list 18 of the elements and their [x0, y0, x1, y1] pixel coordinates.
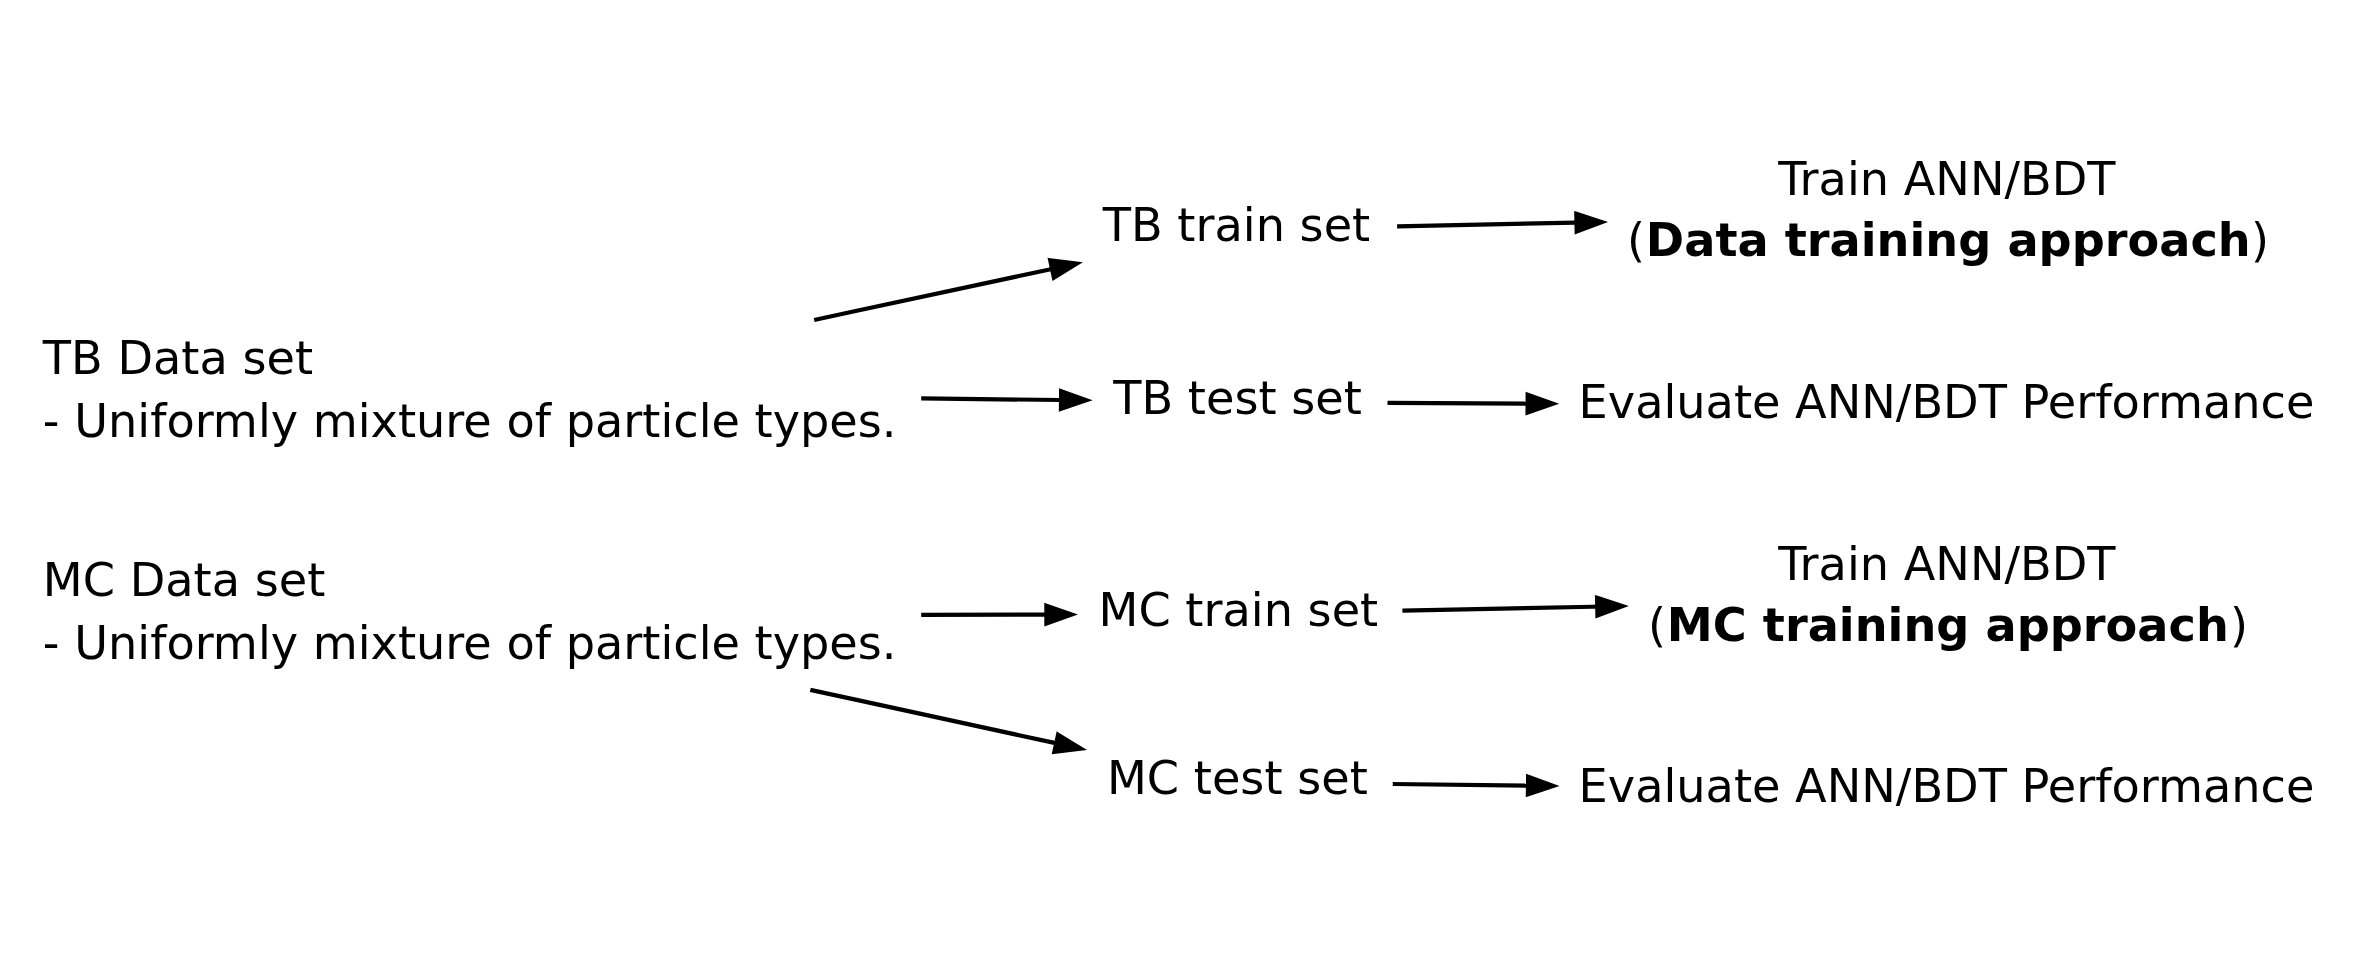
arrow — [1392, 773, 1560, 797]
node-text: TB test set — [1113, 370, 1362, 425]
arrow — [921, 602, 1078, 626]
node-text: Train ANN/BDT (MC training approach) — [1647, 536, 2248, 652]
node-text: Train ANN/BDT (Data training approach) — [1626, 151, 2269, 267]
arrow — [921, 387, 1093, 412]
arrow — [1397, 210, 1609, 234]
arrow — [813, 257, 1083, 322]
node-text: Evaluate ANN/BDT Performance — [1578, 374, 2315, 429]
arrow — [1387, 391, 1560, 415]
node-text: TB Data set - Uniformly mixture of particle types. — [42, 330, 897, 448]
node-text: MC test set — [1106, 750, 1368, 805]
node-text: MC train set — [1098, 582, 1379, 637]
node-text: TB train set — [1102, 197, 1371, 252]
arrow — [1402, 594, 1629, 618]
node-text: MC Data set - Uniformly mixture of particle types. — [42, 552, 897, 670]
arrow — [809, 687, 1088, 754]
node-text: Evaluate ANN/BDT Performance — [1578, 758, 2315, 813]
